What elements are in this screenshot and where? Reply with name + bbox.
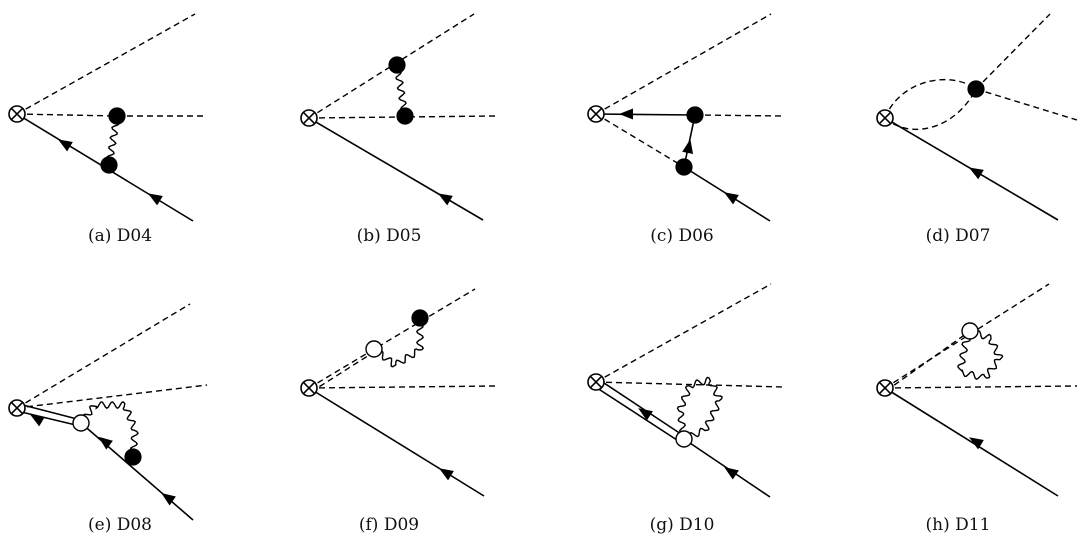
- photon-line: [372, 317, 425, 368]
- fermion-arrow-1: [58, 139, 73, 152]
- double-line-2: [593, 385, 681, 443]
- diagram-d05: [300, 13, 496, 221]
- diagram-d09: [300, 288, 497, 497]
- fermion-arrow: [437, 193, 453, 206]
- fermion-line: [308, 387, 485, 497]
- caption-f: (f) D09: [358, 515, 420, 535]
- dashed-line-right: [975, 88, 1077, 121]
- dashed-line-upper: [16, 303, 191, 409]
- fermion-arrow-1: [29, 414, 45, 427]
- dashed-loop-upper: [884, 78, 977, 119]
- open-vertex: [365, 340, 383, 358]
- fermion-arrow-vertical: [682, 139, 694, 154]
- black-vertex-2: [675, 158, 693, 176]
- caption-a: (a) D04: [87, 226, 153, 246]
- fermion-arrow-2: [98, 436, 113, 450]
- operator-cross-2: [302, 381, 316, 395]
- diagram-d08: [8, 303, 208, 521]
- fermion-arrow-2: [148, 193, 163, 206]
- caption-g: (g) D10: [649, 515, 715, 535]
- black-vertex-1: [686, 106, 704, 124]
- dashed-loop-lower: [884, 88, 977, 131]
- fermion-arrow: [968, 167, 984, 180]
- diagram-d06: [587, 13, 785, 222]
- dashed-line-upper: [308, 13, 475, 119]
- dashed-line-right: [308, 385, 497, 389]
- photon-line: [106, 115, 120, 166]
- caption-h: (h) D11: [925, 515, 991, 535]
- dashed-line-double: [310, 351, 375, 393]
- caption-e: (e) D08: [88, 515, 152, 535]
- diagram-d04: [8, 13, 207, 222]
- dashed-line-right: [16, 384, 208, 409]
- dashed-line-lower: [595, 113, 685, 168]
- dashed-line-right: [884, 385, 1077, 389]
- double-line-2: [16, 410, 81, 427]
- double-line-1: [18, 403, 82, 421]
- diagram-d07: [876, 13, 1077, 221]
- caption-c: (c) D06: [650, 226, 714, 246]
- fermion-arrow-lower: [724, 192, 739, 205]
- open-vertex: [72, 414, 90, 432]
- operator-cross-2: [589, 375, 603, 389]
- photon-line: [393, 64, 409, 117]
- dashed-line-right: [595, 381, 785, 388]
- operator-cross-2: [589, 107, 603, 121]
- diagram-d11: [876, 283, 1077, 497]
- caption-b: (b) D05: [356, 226, 422, 246]
- photon-line: [80, 401, 139, 458]
- photon-loop: [957, 330, 1004, 381]
- operator-cross-2: [878, 111, 892, 125]
- fermion-line: [884, 387, 1059, 497]
- dashed-line-upper: [884, 283, 1050, 389]
- fermion-arrow: [439, 468, 454, 481]
- photon-loop: [676, 376, 723, 442]
- dashed-line-double: [885, 330, 971, 392]
- fermion-arrow-2: [724, 467, 739, 480]
- black-vertex-2: [100, 156, 118, 174]
- operator-cross-2: [10, 401, 24, 415]
- fermion-line: [80, 422, 194, 521]
- operator-cross-2: [10, 107, 24, 121]
- fermion-arrow: [969, 437, 984, 450]
- caption-d: (d) D07: [925, 226, 991, 246]
- fermion-line: [308, 117, 484, 221]
- black-vertex-1: [108, 107, 126, 125]
- fermion-arrow-1: [638, 408, 653, 421]
- fermion-line-top: [595, 113, 696, 116]
- black-vertex-1: [388, 56, 406, 74]
- fermion-arrow-3: [161, 492, 176, 506]
- dashed-line-upper: [308, 288, 476, 389]
- dashed-line-upper: [16, 13, 196, 115]
- operator-cross-2: [302, 111, 316, 125]
- dashed-line-upper: [595, 13, 772, 115]
- fermion-arrow-top: [619, 108, 634, 120]
- dashed-line-upper: [975, 13, 1051, 90]
- dashed-line-middle: [16, 113, 118, 117]
- dashed-line-right: [694, 114, 785, 117]
- black-vertex: [124, 448, 142, 466]
- black-vertex: [967, 80, 985, 98]
- dashed-line-upper: [595, 283, 772, 383]
- double-line-1: [597, 378, 685, 437]
- black-vertex: [411, 309, 429, 327]
- open-vertex: [675, 430, 693, 448]
- operator-cross-2: [878, 381, 892, 395]
- diagram-d10: [587, 283, 785, 498]
- open-vertex: [961, 322, 979, 340]
- black-vertex-2: [396, 107, 414, 125]
